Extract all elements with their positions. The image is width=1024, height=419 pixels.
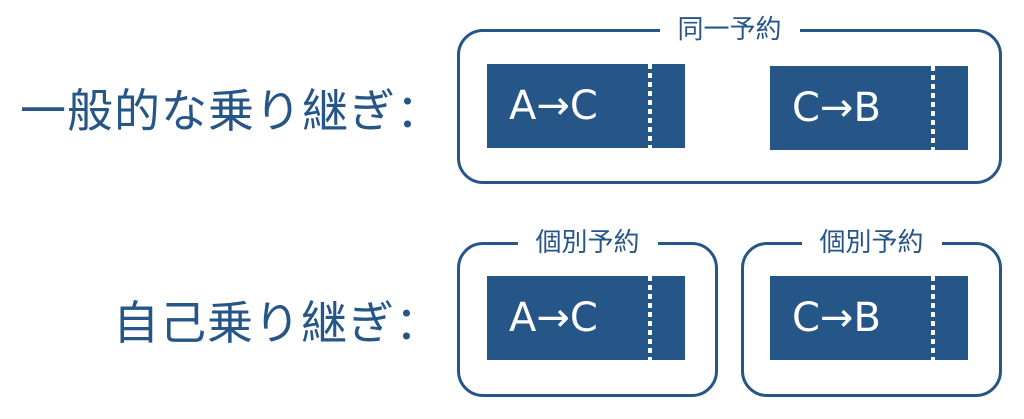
group-title-separate-booking: 個別予約: [517, 228, 658, 258]
group-separate-booking-2: 個別予約: [741, 228, 1002, 397]
group-separate-booking-1: 個別予約: [457, 228, 718, 397]
ticket-route: A→C: [509, 295, 598, 341]
ticket-route: A→C: [509, 83, 598, 129]
group-title-same-booking: 同一予約: [659, 15, 800, 45]
perforation-line: [648, 64, 652, 148]
perforation-line: [931, 276, 935, 360]
row-label-self-transfer: 自己乗り継ぎ：: [113, 296, 442, 350]
ticket-c-to-b: C→B: [770, 66, 968, 150]
ticket-route: C→B: [792, 85, 881, 131]
ticket-a-to-c: A→C: [487, 64, 685, 148]
perforation-line: [931, 66, 935, 150]
perforation-line: [648, 276, 652, 360]
ticket-c-to-b: C→B: [770, 276, 968, 360]
row-label-standard-connection: 一般的な乗り継ぎ：: [20, 84, 443, 138]
ticket-a-to-c: A→C: [487, 276, 685, 360]
group-same-booking: 同一予約: [457, 15, 1002, 184]
group-title-separate-booking: 個別予約: [801, 228, 942, 258]
ticket-route: C→B: [792, 295, 881, 341]
